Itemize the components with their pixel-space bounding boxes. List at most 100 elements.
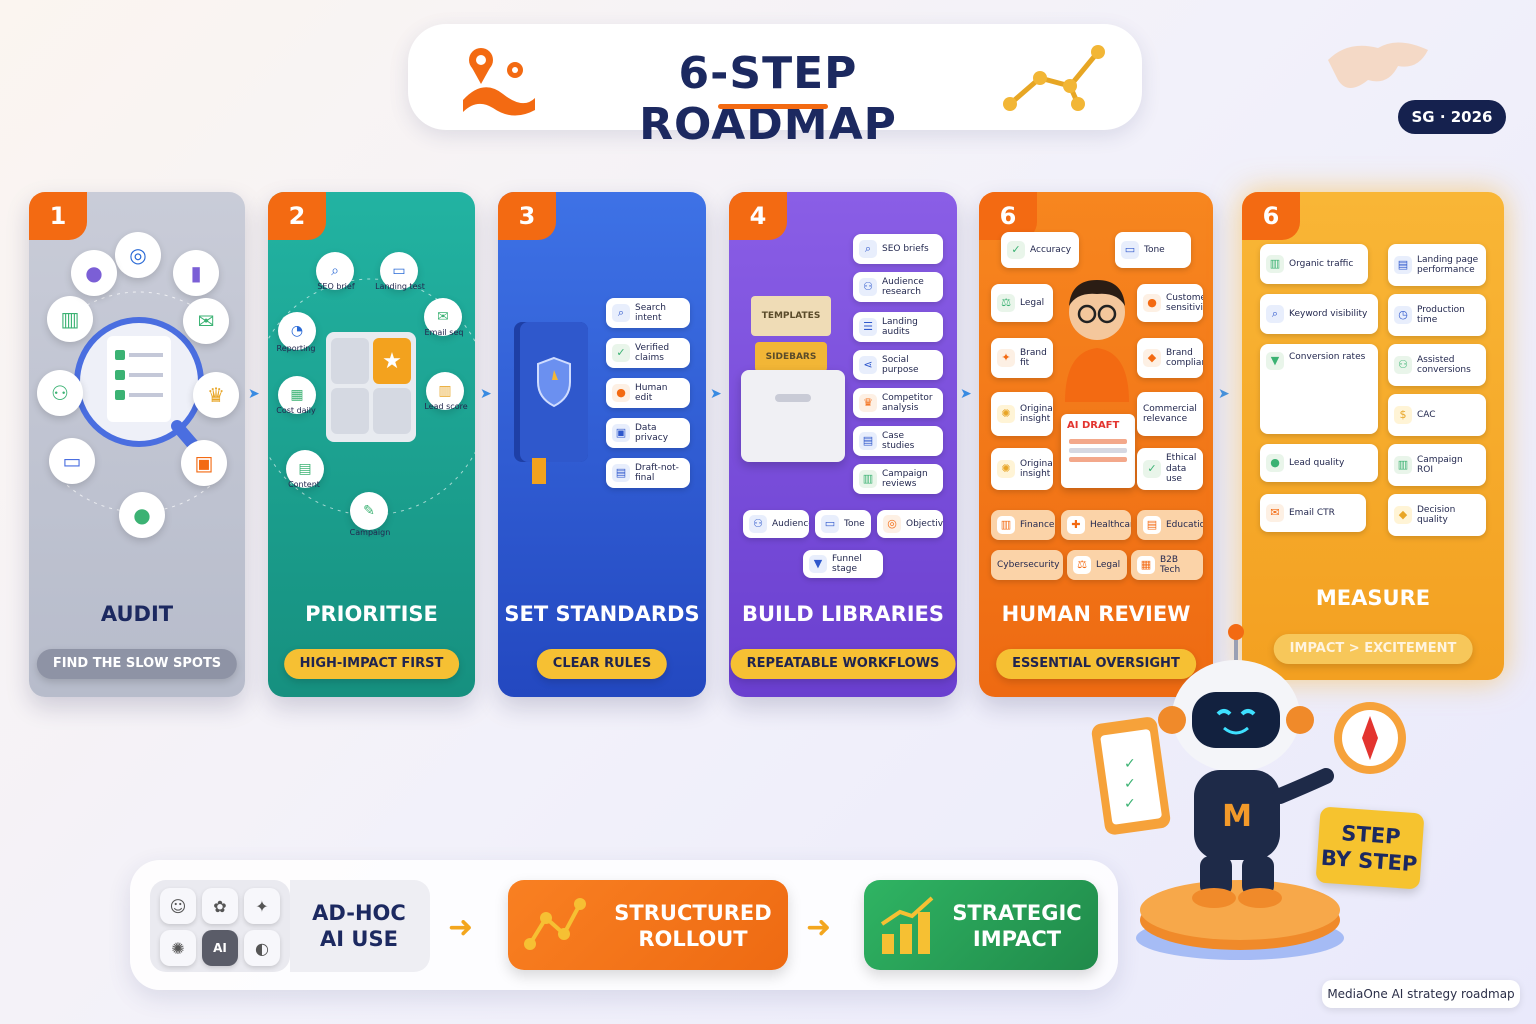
robot-mascot: M ✓ ✓ ✓	[1091, 624, 1406, 960]
team-icon: ⚇	[37, 370, 83, 416]
standard-chip: ▤Draft-not-final	[606, 458, 690, 488]
step-card-measure[interactable]: 6 ▥Organic traffic ▤Landing page perform…	[1242, 192, 1504, 680]
building-icon: ▦	[1137, 556, 1155, 574]
shield-icon: ◆	[1143, 349, 1161, 367]
clock-icon: ◷	[1394, 306, 1412, 324]
target-icon: ◎	[883, 515, 901, 533]
review-chip: ✺Original insight	[991, 448, 1053, 490]
metric-chip: ▤Landing page performance	[1388, 244, 1486, 286]
priority-label: Landing test	[375, 282, 425, 291]
scales-icon: ⚖	[1073, 556, 1091, 574]
email-icon: ✉	[183, 298, 229, 344]
priority-label: SEO brief	[317, 282, 355, 291]
step-card-set-standards[interactable]: 3 ⌕Search intent ✓Verified claims ●Human…	[498, 192, 706, 697]
campaign-icon: ✎	[350, 492, 388, 530]
email-icon: ✉	[1266, 504, 1284, 522]
chat-icon: ▭	[1121, 241, 1139, 259]
step-pill: ESSENTIAL OVERSIGHT	[996, 649, 1196, 679]
logo-icon: ◐	[244, 930, 280, 966]
library-chip: ⋖Social purpose	[853, 350, 943, 380]
metric-chip: ⚇Assisted conversions	[1388, 344, 1486, 386]
industry-tag: ✚Healthcare	[1061, 510, 1131, 540]
stage-label: STRATEGIC IMPACT	[952, 901, 1082, 951]
trophy-icon: ♛	[859, 394, 877, 412]
step-title: BUILD LIBRARIES	[741, 602, 945, 626]
metric-chip: ●Lead quality	[1260, 444, 1378, 482]
step-pill: FIND THE SLOW SPOTS	[36, 649, 238, 679]
industry-tag: ▦B2B Tech	[1131, 550, 1203, 580]
cost-icon: ▦	[278, 376, 316, 414]
library-chip: ☰Landing audits	[853, 312, 943, 342]
badge-icon: ✦	[997, 349, 1015, 367]
shield-check-icon: ✓	[1143, 460, 1161, 478]
search-icon: ⌕	[1266, 305, 1284, 323]
step-connector-arrow: ➤	[710, 386, 722, 402]
step-connector-arrow: ➤	[248, 386, 260, 402]
node-graph-icon	[1003, 45, 1105, 111]
shield-check-icon: ✓	[612, 344, 630, 362]
stage-structured-rollout: STRUCTURED ROLLOUT	[508, 880, 788, 970]
review-chip: ✓Accuracy	[1001, 232, 1079, 268]
priority-label: Content	[288, 480, 320, 489]
svg-text:★: ★	[382, 349, 402, 374]
step-pill: IMPACT > EXCITEMENT	[1273, 634, 1473, 664]
scales-icon: ⚖	[997, 294, 1015, 312]
review-chip: Commercial relevance	[1137, 392, 1203, 436]
drawer-handle	[775, 394, 811, 402]
ai-badge-icon: AI	[202, 930, 238, 966]
growth-chart-icon: ▥	[1266, 255, 1284, 273]
priority-label: Cost daily	[276, 406, 316, 415]
lightbulb-icon: ✺	[997, 405, 1015, 423]
file-drawer	[741, 370, 845, 462]
lightbulb-icon: ✺	[997, 460, 1015, 478]
library-tag: ⚇Audience	[743, 510, 809, 538]
step-card-human-review[interactable]: 6 AI DRAFT ✓Accuracy ▭Tone ⚖Legal ●Custo…	[979, 192, 1213, 697]
step-number: 2	[268, 192, 326, 240]
step-card-audit[interactable]: 1 ◎ ▮ ✉ ♛ ▣ ● ▭ ⚇ ▥ ● AUDIT FIND THE SLO…	[29, 192, 245, 697]
review-chip: ⚖Legal	[991, 284, 1053, 322]
step-connector-arrow: ➤	[480, 386, 492, 402]
bank-icon: ▥	[997, 516, 1015, 534]
bar-chart-icon: ▥	[1394, 456, 1412, 474]
chart-icon: ▥	[426, 372, 464, 410]
ai-tools-grid: ☺ ✿ ✦ ✺ AI ◐	[150, 880, 290, 972]
stage-label: STRUCTURED ROLLOUT	[614, 901, 772, 951]
step-card-prioritise[interactable]: 2 ★ ⌕ SEO brief ▭ Landing test ✉ Email s…	[268, 192, 475, 697]
asterisk-icon: ✺	[160, 930, 196, 966]
stage-label: AD-HOC AI USE	[312, 901, 406, 951]
title-underline	[718, 104, 828, 109]
page-title: 6-STEP ROADMAP	[639, 48, 897, 150]
team-icon: ⚇	[1394, 356, 1412, 374]
priority-label: Email seq	[424, 328, 464, 337]
review-chip: ▭Tone	[1115, 232, 1191, 268]
step-number: 1	[29, 192, 87, 240]
pie-chart-icon: ◔	[278, 312, 316, 350]
conversion-chart-panel: ▼Conversion rates	[1260, 344, 1378, 434]
stage-ad-hoc: AD-HOC AI USE	[290, 880, 430, 972]
standard-chip: ⌕Search intent	[606, 298, 690, 328]
coin-icon: $	[1394, 406, 1412, 424]
metric-chip: ▥Organic traffic	[1260, 244, 1368, 284]
rulebook-icon	[514, 322, 588, 484]
footer-caption: MediaOne AI strategy roadmap	[1322, 980, 1520, 1008]
roadmap-pin-icon	[463, 48, 535, 116]
step-card-build-libraries[interactable]: 4 TEMPLATES SIDEBARS ⌕SEO briefs ⚇Audien…	[729, 192, 957, 697]
mascot-letter: M	[1222, 799, 1252, 834]
landing-page-icon: ▭	[380, 252, 418, 290]
maturity-flow-panel: ☺ ✿ ✦ ✺ AI ◐ AD-HOC AI USE ➜ STRUCTURED …	[130, 860, 1118, 990]
review-chip: ✺Original insight	[991, 392, 1053, 436]
sidebars-folder: SIDEBARS	[755, 342, 827, 372]
step-title: SET STANDARDS	[504, 602, 700, 626]
review-chip: ✓Ethical data use	[1137, 448, 1203, 490]
robot-icon: ☺	[160, 888, 196, 924]
funnel-icon: ▼	[1266, 352, 1284, 370]
step-pill: REPEATABLE WORKFLOWS	[730, 649, 956, 679]
document-icon: ▤	[286, 450, 324, 488]
step-title: PRIORITISE	[305, 602, 438, 626]
target-icon: ◎	[115, 232, 161, 278]
team-icon: ⚇	[859, 278, 877, 296]
check-icon: ✓	[1007, 241, 1025, 259]
standard-chip: ●Human edit	[606, 378, 690, 408]
funnel-icon: ▼	[809, 555, 827, 573]
